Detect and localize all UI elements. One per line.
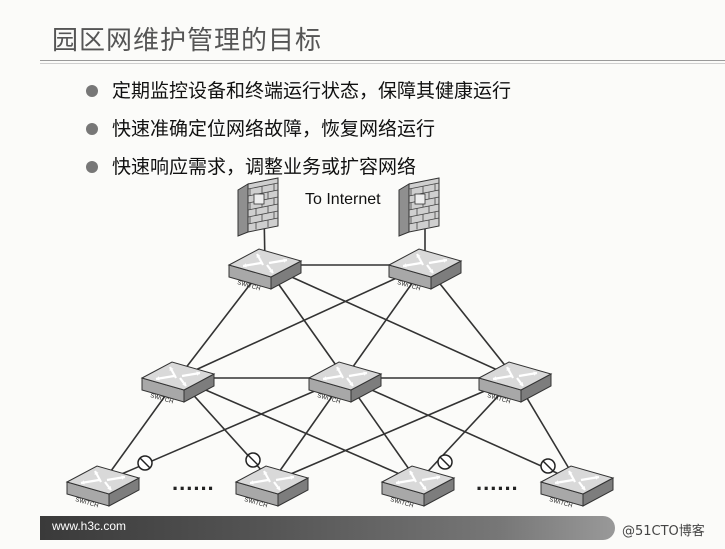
network-link (177, 264, 426, 379)
firewall-icon (237, 177, 279, 237)
bullet-dot-icon (86, 161, 98, 173)
network-link (177, 264, 266, 379)
switch-icon: SWITCH (140, 361, 216, 405)
blocked-port-markers (137, 452, 556, 474)
bullet-text: 定期监控设备和终端运行状态，保障其健康运行 (112, 80, 512, 102)
network-link (177, 377, 419, 483)
blocked-port-icon (540, 458, 556, 474)
title-divider (40, 60, 725, 61)
network-link (271, 377, 516, 483)
switch-icon: SWITCH (387, 248, 463, 292)
network-links (102, 209, 578, 483)
bullet-dot-icon (86, 85, 98, 97)
switch-icon: SWITCH (227, 248, 303, 292)
bullet-item: 快速响应需求，调整业务或扩容网络 (84, 152, 511, 190)
bullet-text: 快速响应需求，调整业务或扩容网络 (112, 156, 417, 178)
firewalls (237, 177, 440, 237)
ellipsis-left: ...... (172, 470, 215, 495)
network-link (264, 264, 516, 379)
bullet-item: 定期监控设备和终端运行状态，保障其健康运行 (84, 76, 511, 114)
switches: SWITCH SWITCH SWITCH SWITCH SWITCH SWITCH SWIT… (65, 248, 615, 509)
page-title: 园区网维护管理的目标 (52, 26, 323, 56)
switch-icon: SWITCH (234, 465, 310, 509)
watermark: @51CTO博客 (622, 524, 705, 539)
ellipsis-right: ...... (476, 470, 519, 495)
switch-icon: SWITCH (380, 465, 456, 509)
bullet-dot-icon (86, 123, 98, 135)
internet-label: To Internet (305, 191, 381, 208)
switch-icon: SWITCH (65, 465, 141, 509)
footer-url: www.h3c.com (52, 519, 127, 533)
footer-bar (40, 516, 615, 540)
blocked-port-icon (437, 454, 453, 470)
title-divider-secondary (40, 63, 725, 64)
switch-icon: SWITCH (477, 361, 553, 405)
bullet-list: 定期监控设备和终端运行状态，保障其健康运行 快速准确定位网络故障，恢复网络运行 … (84, 76, 511, 190)
switch-icon: SWITCH (307, 361, 383, 405)
bullet-item: 快速准确定位网络故障，恢复网络运行 (84, 114, 511, 152)
bullet-text: 快速准确定位网络故障，恢复网络运行 (112, 118, 436, 140)
network-link (344, 377, 578, 483)
blocked-port-icon (137, 455, 153, 471)
firewall-icon (398, 177, 440, 237)
blocked-port-icon (245, 452, 261, 468)
